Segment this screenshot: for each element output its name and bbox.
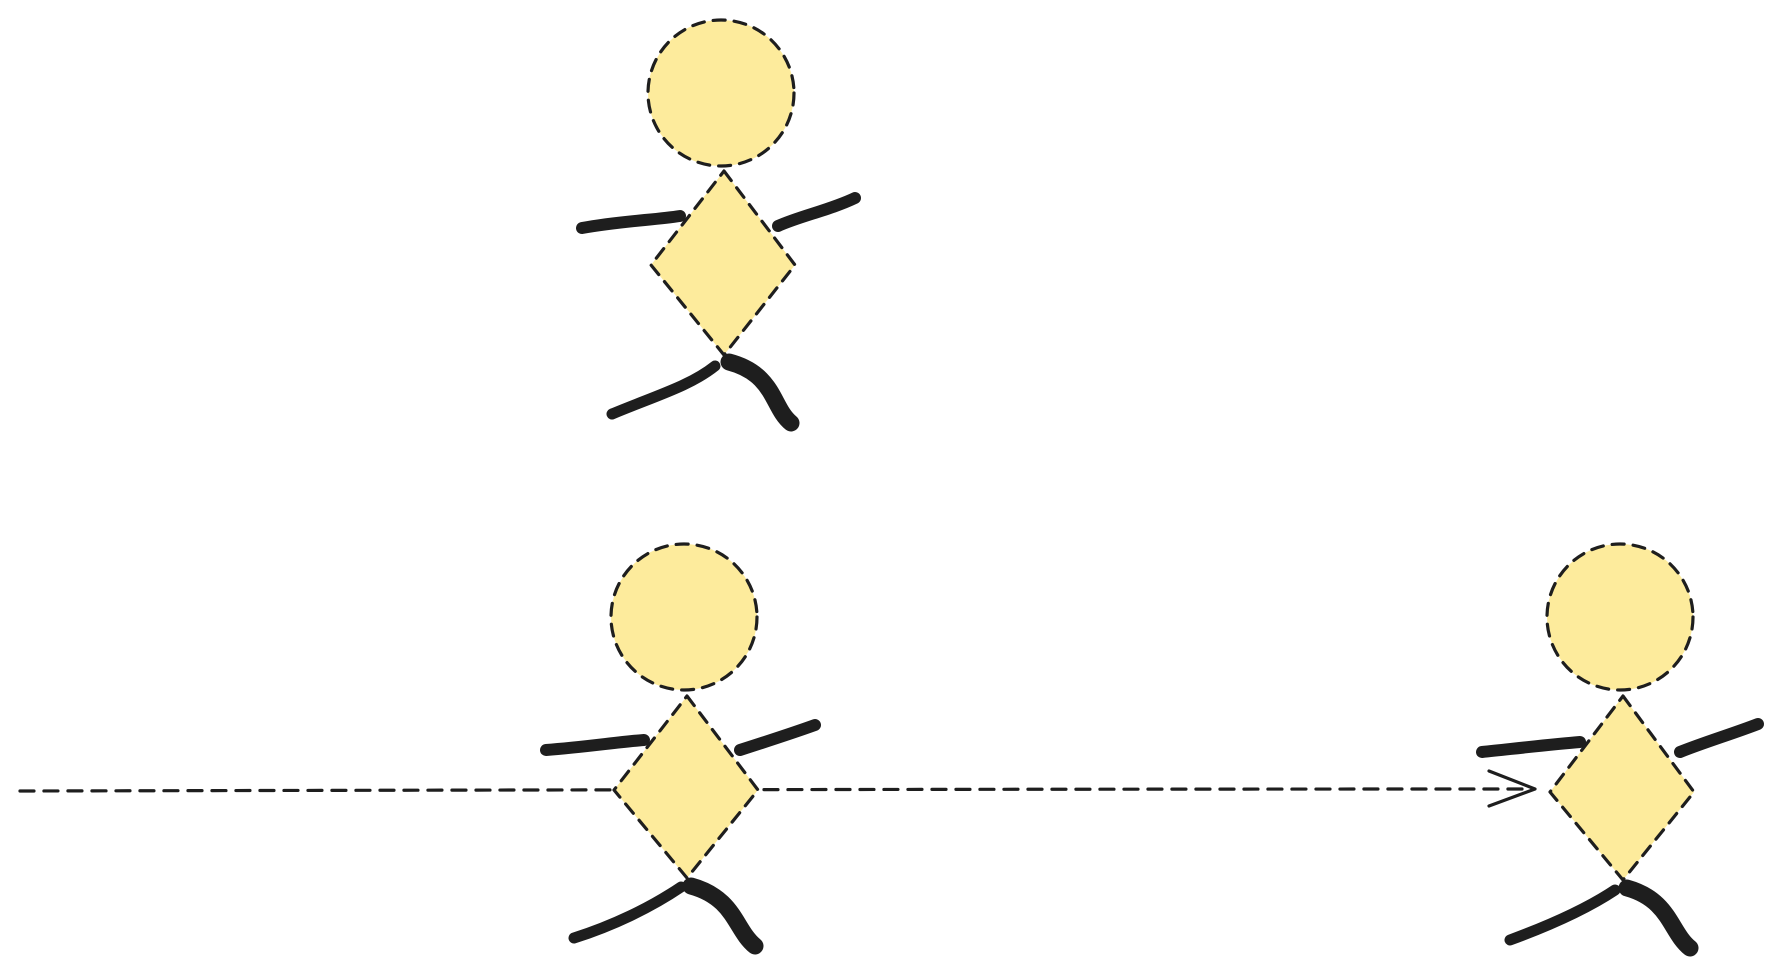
connector-arrow[interactable] xyxy=(18,769,1537,808)
connector-line[interactable] xyxy=(18,787,1528,793)
figure-top-body-outline xyxy=(649,169,797,357)
figure-bottom-right[interactable] xyxy=(1476,542,1764,957)
figure-bottom-right-body-fill xyxy=(1550,696,1694,880)
figure-bottom-left-right-arm xyxy=(734,719,821,756)
figure-bottom-right-head-outline xyxy=(1545,542,1695,692)
figure-top-body-fill xyxy=(651,171,795,355)
figure-bottom-left-head-outline xyxy=(609,542,759,692)
figure-top-right-arm xyxy=(772,192,861,232)
figure-top-left-leg xyxy=(606,360,721,420)
figure-bottom-left-body-outline xyxy=(612,694,760,880)
figure-bottom-left-head-fill xyxy=(611,544,757,690)
figure-bottom-right-left-arm xyxy=(1476,736,1586,758)
figure-top-head-fill xyxy=(648,20,794,166)
figure-bottom-right-left-leg xyxy=(1504,884,1621,946)
figure-bottom-left-body-fill xyxy=(614,696,758,878)
figure-bottom-left[interactable] xyxy=(540,542,821,955)
figure-bottom-right-right-arm xyxy=(1674,718,1764,758)
figure-top[interactable] xyxy=(576,18,861,432)
figure-bottom-right-right-leg xyxy=(1618,879,1699,957)
figure-bottom-left-left-leg xyxy=(568,881,687,944)
figure-top-left-arm xyxy=(576,210,686,234)
figure-top-head-outline xyxy=(646,18,796,168)
figure-top-right-leg xyxy=(720,353,800,432)
figure-bottom-right-body-outline xyxy=(1548,694,1696,882)
figure-bottom-left-left-arm xyxy=(540,734,650,756)
figure-bottom-right-head-fill xyxy=(1547,544,1693,690)
figure-bottom-left-right-leg xyxy=(682,877,764,955)
connector-arrowhead xyxy=(1487,769,1537,808)
